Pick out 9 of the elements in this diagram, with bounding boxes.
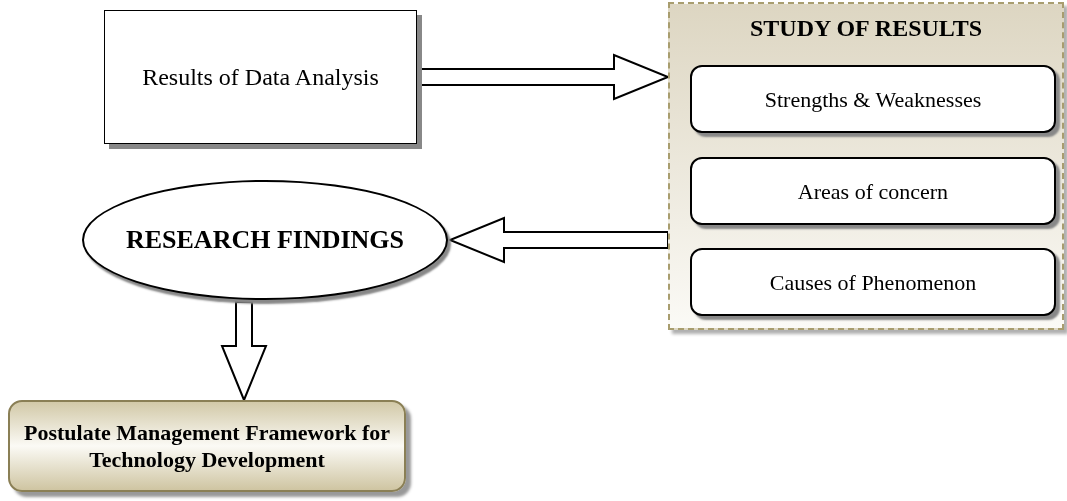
ellipse-node: RESEARCH FINDINGS	[82, 180, 448, 300]
rounded-box: Causes of Phenomenon	[690, 248, 1056, 316]
panel-heading: STUDY OF RESULTS	[748, 16, 984, 40]
rounded-box: Areas of concern	[690, 157, 1056, 225]
block-arrow	[220, 301, 268, 403]
dashed-group-panel	[668, 2, 1064, 330]
rounded-box: Strengths & Weaknesses	[690, 65, 1056, 133]
rounded-box: Postulate Management Framework for Technology Development	[8, 400, 406, 492]
block-arrow	[447, 216, 669, 264]
